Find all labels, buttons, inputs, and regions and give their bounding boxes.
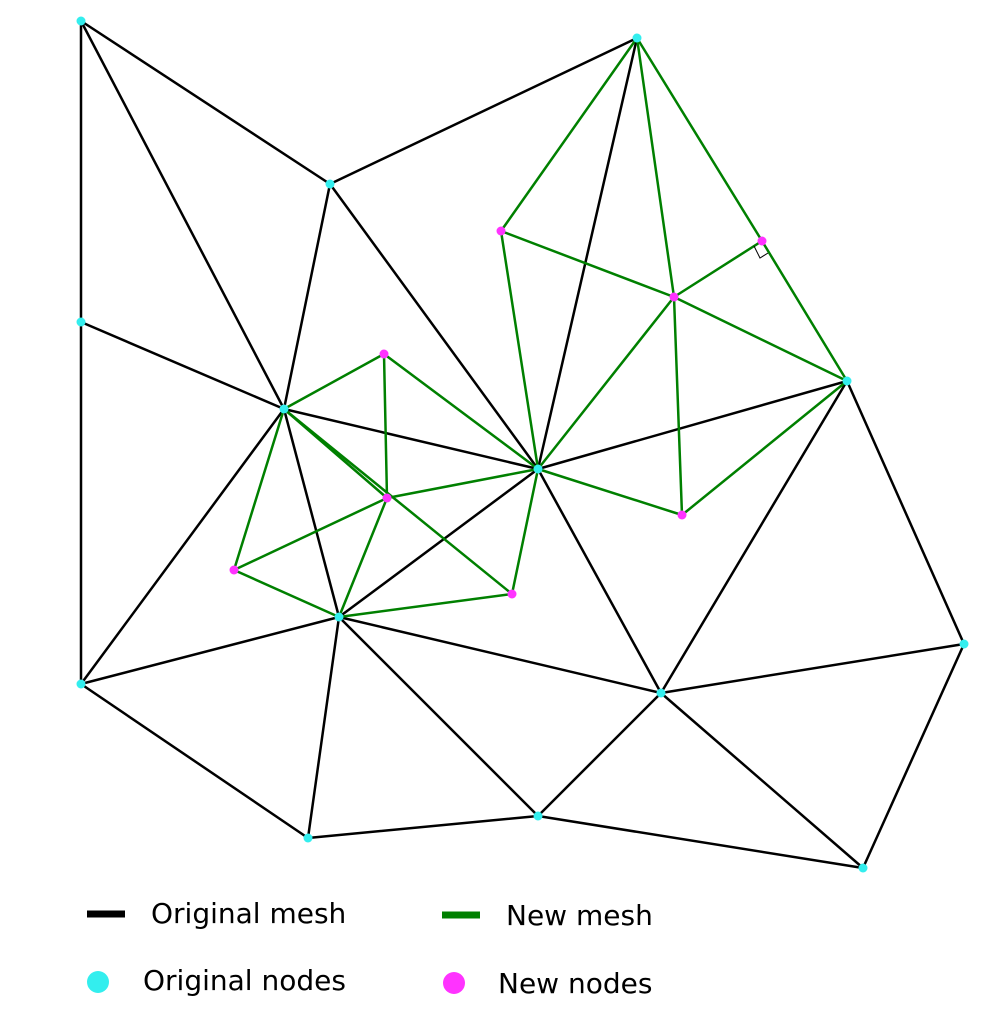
original-node xyxy=(656,688,666,698)
original-mesh-edge xyxy=(79,19,286,411)
original-mesh-edge xyxy=(79,615,341,686)
new-mesh-edge xyxy=(536,295,676,471)
original-mesh-edge xyxy=(659,379,849,695)
original-mesh-edge xyxy=(536,691,663,818)
original-mesh-edge xyxy=(659,691,865,870)
original-node xyxy=(279,404,289,414)
original-node xyxy=(76,16,86,26)
original-node xyxy=(842,376,852,386)
original-mesh-edge xyxy=(845,379,966,646)
original-node xyxy=(76,679,86,689)
original-node xyxy=(334,612,344,622)
original-mesh-edge xyxy=(536,467,663,695)
new-mesh-edge xyxy=(337,496,389,619)
new-node xyxy=(496,226,506,236)
new-mesh-edge xyxy=(337,592,514,619)
new-mesh-edge xyxy=(232,496,389,572)
legend-original-nodes-marker xyxy=(87,971,109,993)
new-mesh-edge xyxy=(282,407,514,596)
original-mesh-edge xyxy=(536,814,865,870)
new-mesh-edge xyxy=(672,295,684,517)
new-mesh-edge xyxy=(672,239,764,299)
new-mesh-edge xyxy=(635,36,676,299)
legend-new-mesh-label: New mesh xyxy=(506,899,653,932)
new-mesh-edge xyxy=(499,229,540,471)
legend-original-mesh-label: Original mesh xyxy=(151,897,346,930)
new-mesh-edge xyxy=(672,295,849,383)
original-mesh-edge xyxy=(337,467,540,619)
new-node xyxy=(757,236,767,246)
new-mesh-edge xyxy=(635,36,764,243)
new-mesh-edge xyxy=(382,352,540,471)
new-node xyxy=(669,292,679,302)
new-mesh-edge xyxy=(536,467,684,517)
new-mesh-edge xyxy=(499,36,639,233)
new-mesh-edge xyxy=(232,407,286,572)
new-node xyxy=(677,510,687,520)
original-mesh-edge xyxy=(282,407,540,471)
right-angle-marker xyxy=(753,245,769,259)
legend-new-nodes-marker xyxy=(443,972,465,994)
original-node xyxy=(858,863,868,873)
original-mesh-edge xyxy=(79,320,286,411)
new-node xyxy=(382,493,392,503)
new-node xyxy=(507,589,517,599)
original-mesh-edge xyxy=(536,36,639,471)
original-mesh-edge xyxy=(337,615,663,695)
legend: Original mesh New mesh Original nodes Ne… xyxy=(87,897,653,1000)
original-nodes-group xyxy=(76,16,969,873)
original-mesh-edge xyxy=(79,682,310,840)
original-mesh-edge xyxy=(861,642,966,870)
original-node xyxy=(959,639,969,649)
new-mesh-edge xyxy=(760,239,849,383)
new-nodes-group xyxy=(229,226,767,599)
new-node xyxy=(229,565,239,575)
original-mesh-edge xyxy=(306,615,341,840)
new-mesh-edge xyxy=(385,467,540,500)
original-mesh-edge xyxy=(282,407,341,619)
original-mesh-edge xyxy=(306,814,540,840)
original-node xyxy=(76,317,86,327)
original-node xyxy=(533,811,543,821)
right-angle-mark xyxy=(753,245,769,259)
new-mesh-edge xyxy=(282,352,386,411)
legend-new-nodes-label: New nodes xyxy=(498,967,652,1000)
new-mesh-edge xyxy=(382,352,389,500)
original-mesh-edge xyxy=(328,36,639,186)
original-mesh-edge xyxy=(536,379,849,471)
original-node xyxy=(303,833,313,843)
new-node xyxy=(379,349,389,359)
original-mesh-edge xyxy=(282,182,332,411)
new-mesh-edge xyxy=(510,467,540,596)
original-mesh-edge xyxy=(337,615,540,818)
new-mesh-edges xyxy=(232,36,849,619)
new-mesh-edge xyxy=(680,379,849,517)
original-mesh-edge xyxy=(79,407,286,686)
original-mesh-edge xyxy=(659,642,966,695)
new-mesh-edge xyxy=(232,568,341,619)
original-mesh-edges xyxy=(79,19,966,870)
original-node xyxy=(533,464,543,474)
new-mesh-edge xyxy=(499,229,676,299)
original-mesh-edge xyxy=(79,19,332,186)
original-mesh-edge xyxy=(328,182,540,471)
legend-original-nodes-label: Original nodes xyxy=(143,964,346,997)
original-node xyxy=(632,33,642,43)
original-node xyxy=(325,179,335,189)
